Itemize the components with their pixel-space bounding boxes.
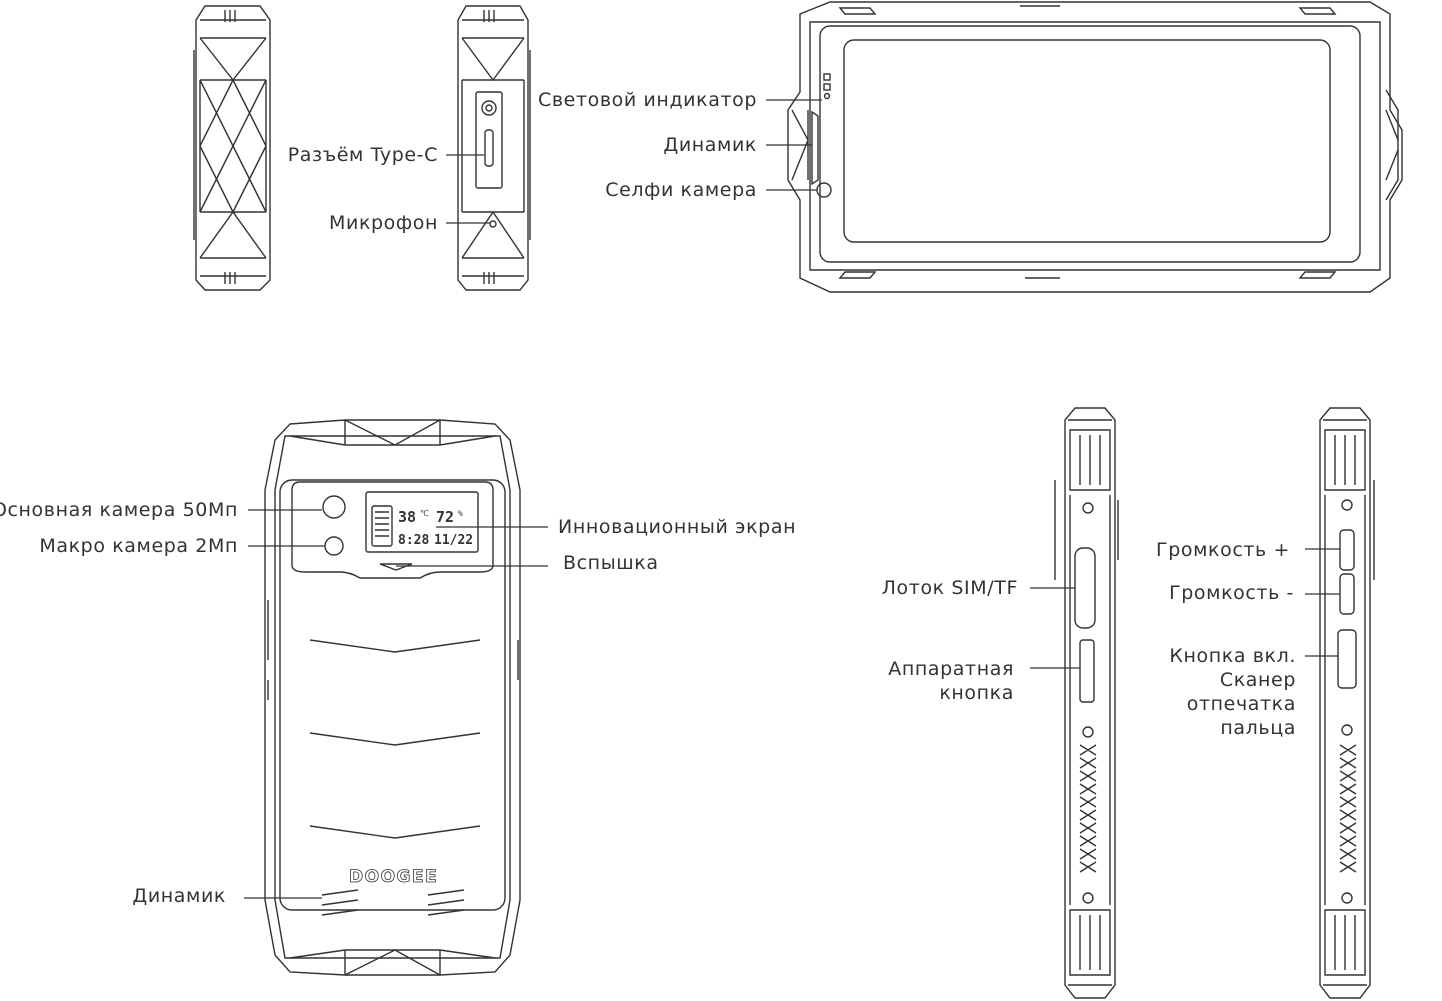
label-speaker-front: Динамик bbox=[663, 134, 757, 156]
type-c-port bbox=[484, 129, 494, 167]
screw-icon bbox=[481, 100, 497, 116]
top-view-left bbox=[193, 5, 271, 291]
earpiece-speaker bbox=[811, 110, 819, 186]
leader-lines bbox=[244, 99, 1340, 899]
sim-tray bbox=[1074, 547, 1096, 629]
back-view bbox=[264, 419, 521, 976]
lcd-date: 11/22 bbox=[434, 533, 473, 548]
led-indicator bbox=[823, 73, 831, 81]
lcd-time: 8:28 bbox=[398, 533, 429, 548]
front-screen bbox=[843, 39, 1331, 243]
lcd-humidity-unit: % bbox=[458, 509, 463, 518]
label-macro-camera: Макро камера 2Мп bbox=[39, 535, 238, 557]
label-hardware-button-line1: Аппаратная bbox=[888, 658, 1014, 680]
label-power-line1: Кнопка вкл. bbox=[1169, 645, 1296, 667]
macro-camera bbox=[324, 536, 344, 556]
label-sim-tray: Лоток SIM/TF bbox=[881, 577, 1018, 599]
lcd-humidity: 72 bbox=[436, 508, 454, 526]
power-button bbox=[1337, 629, 1357, 689]
innovative-screen bbox=[365, 491, 479, 553]
type-c-panel bbox=[475, 91, 503, 189]
label-power-line2: Сканер bbox=[1219, 669, 1296, 691]
lcd-temp-unit: ℃ bbox=[420, 509, 429, 518]
label-hardware-button-line2: кнопка bbox=[939, 682, 1014, 704]
top-view-right bbox=[457, 5, 531, 291]
label-main-camera: Основная камера 50Мп bbox=[0, 499, 238, 521]
label-flash: Вспышка bbox=[563, 552, 659, 574]
label-type-c: Разъём Type-C bbox=[287, 144, 438, 166]
front-view bbox=[787, 1, 1403, 293]
label-speaker-back: Динамик bbox=[132, 885, 226, 907]
brand-logo: DOOGEE bbox=[349, 867, 438, 887]
microphone-hole bbox=[489, 220, 497, 228]
label-power-line4: пальца bbox=[1220, 717, 1296, 739]
lcd-readout: 38 ℃ 72 % 8:28 11/22 bbox=[398, 508, 473, 548]
volume-down-button bbox=[1339, 573, 1355, 615]
side-view-left bbox=[1054, 407, 1119, 999]
label-led-indicator: Световой индикатор bbox=[538, 89, 757, 111]
main-camera bbox=[322, 495, 346, 519]
back-speaker bbox=[321, 889, 359, 916]
selfie-camera bbox=[816, 182, 832, 198]
volume-up-button bbox=[1339, 529, 1355, 571]
side-view-right bbox=[1319, 407, 1375, 999]
hardware-button bbox=[1079, 639, 1095, 703]
label-innovative-screen: Инновационный экран bbox=[558, 516, 797, 538]
label-power-line3: отпечатка bbox=[1186, 693, 1296, 715]
label-selfie-camera: Селфи камера bbox=[605, 179, 757, 201]
camera-module bbox=[291, 481, 494, 579]
label-volume-up: Громкость + bbox=[1156, 539, 1290, 561]
label-microphone: Микрофон bbox=[329, 212, 438, 234]
flash bbox=[379, 563, 413, 571]
label-volume-down: Громкость - bbox=[1169, 582, 1294, 604]
lcd-temp: 38 bbox=[398, 508, 416, 526]
